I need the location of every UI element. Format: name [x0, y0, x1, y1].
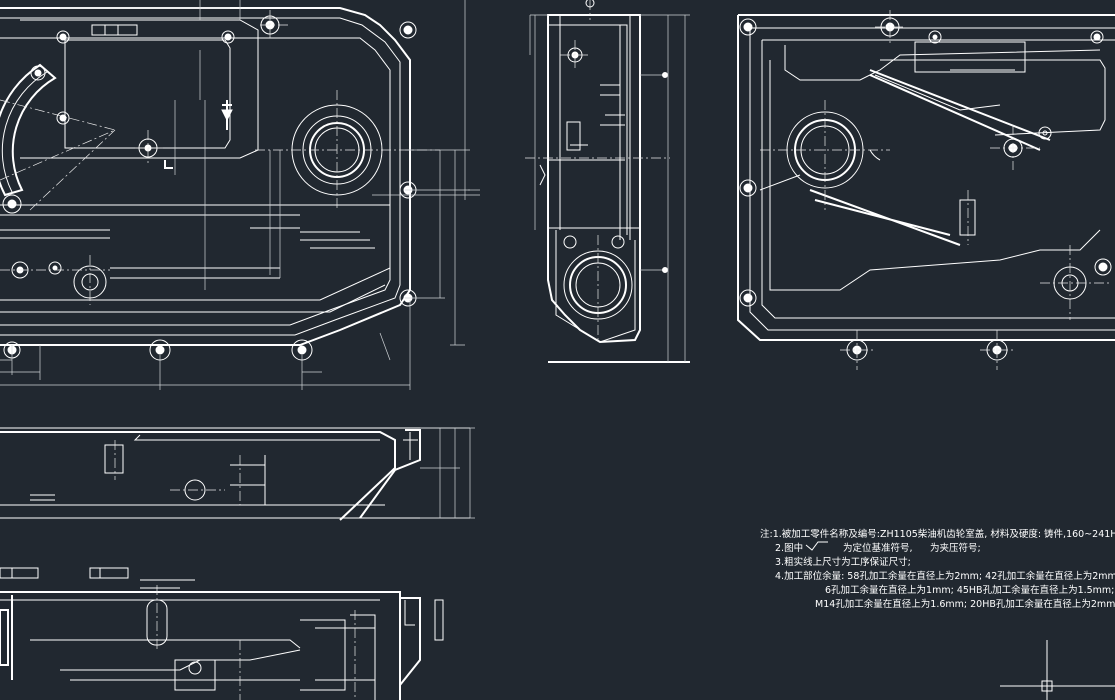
- note-line-1: 注:1.被加工零件名称及编号:ZH1105柴油机齿轮室盖, 材料及硬度: 铸件,…: [760, 528, 1115, 540]
- note-line-2b: 为定位基准符号,: [843, 542, 913, 554]
- arc-slot: [0, 63, 57, 197]
- top-section-view: [0, 427, 475, 521]
- rear-mount-holes: [739, 17, 1112, 361]
- bottom-view: [0, 567, 444, 700]
- front-inner-outline-2: [0, 37, 391, 326]
- bottom-left-block: [0, 609, 9, 666]
- front-view: [0, 0, 480, 390]
- bottom-boss: [300, 619, 346, 691]
- section-wall: [359, 429, 421, 519]
- note-line-6: M14孔加工余量在直径上为1.6mm; 20HB孔加工余量在直径上为2mm.: [815, 598, 1115, 610]
- datum-symbol-icon: [805, 541, 828, 551]
- side-outline: [547, 14, 641, 344]
- rear-view: [737, 10, 1115, 370]
- rear-outline: [737, 15, 1115, 341]
- tolerance-frame: [91, 24, 138, 36]
- front-dimensions: [0, 0, 480, 390]
- note-line-2: 2.图中: [775, 542, 803, 554]
- front-window: [64, 39, 231, 149]
- technical-notes: 注:1.被加工零件名称及编号:ZH1105柴油机齿轮室盖, 材料及硬度: 铸件,…: [760, 528, 1115, 610]
- note-line-2c: 为夹压符号;: [930, 542, 981, 554]
- note-line-4: 4.加工部位余量: 58孔加工余量在直径上为2mm; 42孔加工余量在直径上为2…: [775, 570, 1115, 582]
- front-outline: [0, 7, 411, 346]
- note-line-3: 3.粗实线上尺寸为工序保证尺寸;: [775, 556, 911, 568]
- note-line-5: 6孔加工余量在直径上为1mm; 45HB孔加工余量在直径上为1.5mm;: [825, 584, 1114, 596]
- ucs-icon: [1000, 640, 1115, 700]
- front-inner-outline: [0, 17, 401, 336]
- side-view: [525, 0, 690, 363]
- datum-frame-bottom: [0, 567, 39, 579]
